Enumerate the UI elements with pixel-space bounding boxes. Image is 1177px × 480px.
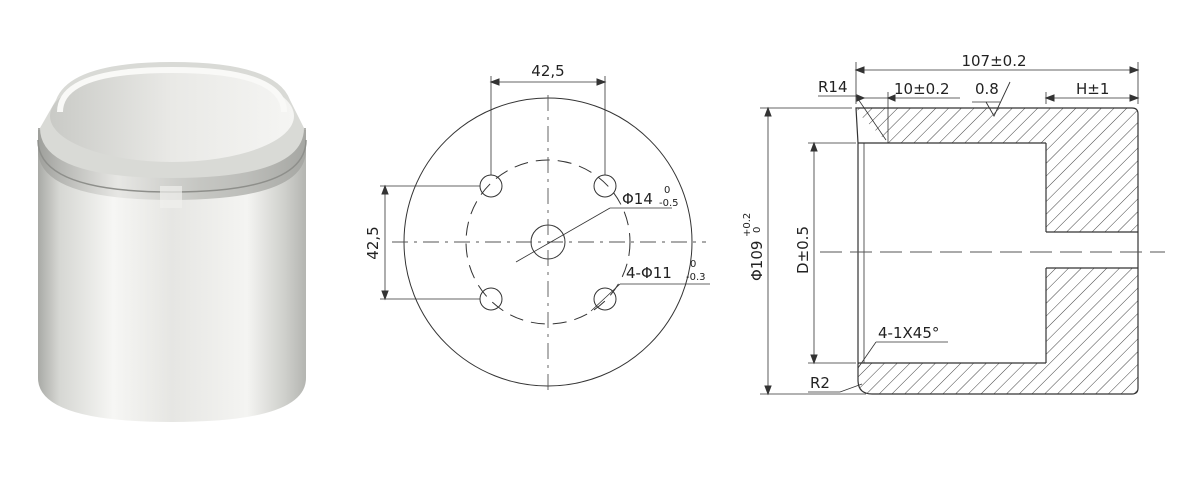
dim-inner-diameter: D±0.5 bbox=[794, 226, 812, 274]
bushing-photo bbox=[37, 62, 307, 422]
front-view bbox=[380, 76, 710, 390]
section-view bbox=[760, 62, 1165, 396]
bolt-hole-tr bbox=[593, 174, 617, 198]
bolt-holes-tol-lower: -0.3 bbox=[686, 272, 706, 283]
surface-finish: 0.8 bbox=[975, 80, 999, 98]
dim-pitch-vertical: 42,5 bbox=[364, 226, 382, 259]
dim-length: 107±0.2 bbox=[961, 52, 1026, 70]
bolt-hole-br bbox=[593, 287, 617, 311]
center-hole-tol-lower: -0.5 bbox=[659, 198, 679, 209]
dim-pitch-horizontal: 42,5 bbox=[531, 62, 564, 80]
chamfer-label: 4-1X45° bbox=[878, 324, 939, 342]
front-view-labels: 42,5 42,5 Φ14 0 -0.5 4-Φ11 0 -0.3 bbox=[364, 62, 706, 283]
center-hole-dim: Φ14 bbox=[622, 190, 653, 208]
outer-diameter-tol-upper: +0.2 bbox=[742, 213, 753, 237]
center-hole-tol-upper: 0 bbox=[664, 185, 670, 196]
bolt-hole-tl bbox=[479, 174, 503, 198]
bolt-hole-bl bbox=[479, 287, 503, 311]
outer-diameter-group: Φ109 +0.2 0 bbox=[742, 213, 766, 281]
dim-height: H±1 bbox=[1076, 80, 1109, 98]
bolt-holes-tol-upper: 0 bbox=[690, 259, 696, 270]
dim-outer-diameter: Φ109 bbox=[748, 241, 766, 281]
section-view-labels: 107±0.2 R14 10±0.2 0.8 H±1 Φ109 +0.2 0 D… bbox=[742, 52, 1109, 392]
dim-lip: 10±0.2 bbox=[894, 80, 950, 98]
outer-diameter-tol-lower: 0 bbox=[752, 227, 763, 233]
radius-bottom: R2 bbox=[810, 374, 830, 392]
bolt-holes-dim: 4-Φ11 bbox=[626, 264, 672, 282]
radius-top: R14 bbox=[818, 78, 848, 96]
